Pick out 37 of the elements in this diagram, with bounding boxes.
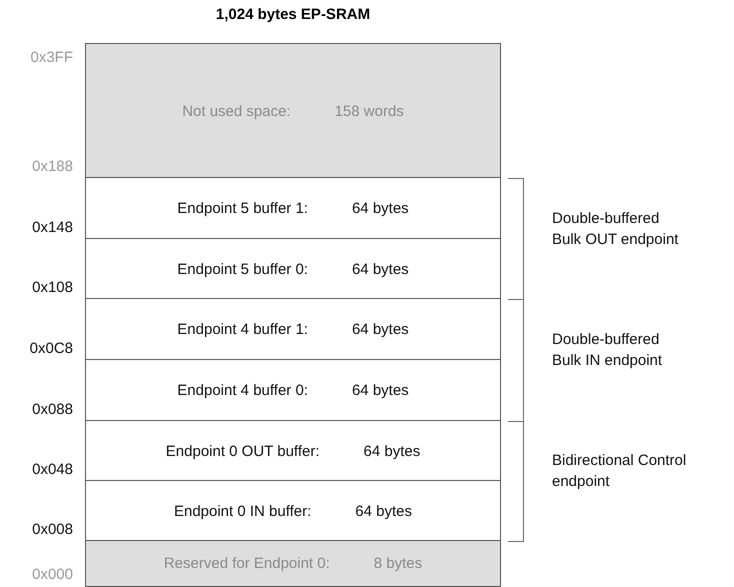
memory-block: [85, 298, 501, 361]
bracket-label: Double-buffered Bulk IN endpoint: [552, 330, 664, 371]
memory-block: [85, 359, 501, 422]
reserved-memory-block: [85, 540, 501, 587]
block-name: Reserved for Endpoint 0:: [164, 555, 330, 572]
block-size: 158 words: [334, 102, 404, 120]
address-label: 0x3FF: [30, 49, 73, 66]
block-name: Endpoint 4 buffer 1:: [177, 321, 308, 338]
bracket-label: Bidirectional Control endpoint: [552, 451, 688, 492]
block-size: 64 bytes: [355, 502, 412, 520]
block-name: Endpoint 4 buffer 0:: [177, 382, 308, 399]
address-label: 0x0C8: [30, 340, 73, 357]
block-size: 64 bytes: [352, 382, 409, 399]
block-size: 8 bytes: [374, 555, 422, 572]
block-name: Endpoint 0 IN buffer:: [174, 502, 312, 520]
address-label: 0x108: [32, 279, 73, 296]
address-label: 0x008: [32, 521, 73, 538]
bracket-label: Double-buffered Bulk OUT endpoint: [552, 209, 680, 250]
address-label: 0x148: [32, 219, 73, 236]
memory-block: [85, 480, 501, 542]
address-label: 0x000: [32, 566, 73, 583]
diagram-title: 1,024 bytes EP-SRAM: [214, 6, 372, 23]
address-label: 0x188: [32, 158, 73, 175]
block-size: 64 bytes: [364, 442, 420, 460]
memory-block: [85, 420, 501, 482]
block-name: Not used space:: [182, 102, 291, 120]
block-name: Endpoint 5 buffer 1:: [177, 200, 308, 217]
block-name: Endpoint 0 OUT buffer:: [166, 442, 320, 460]
address-label: 0x088: [32, 401, 73, 418]
block-size: 64 bytes: [352, 200, 409, 217]
memory-block: [85, 238, 501, 300]
block-name: Endpoint 5 buffer 0:: [177, 260, 308, 278]
block-size: 64 bytes: [352, 321, 409, 338]
reserved-memory-block: [85, 43, 501, 179]
memory-block: [85, 177, 501, 240]
block-size: 64 bytes: [352, 260, 409, 278]
address-label: 0x048: [32, 461, 73, 478]
